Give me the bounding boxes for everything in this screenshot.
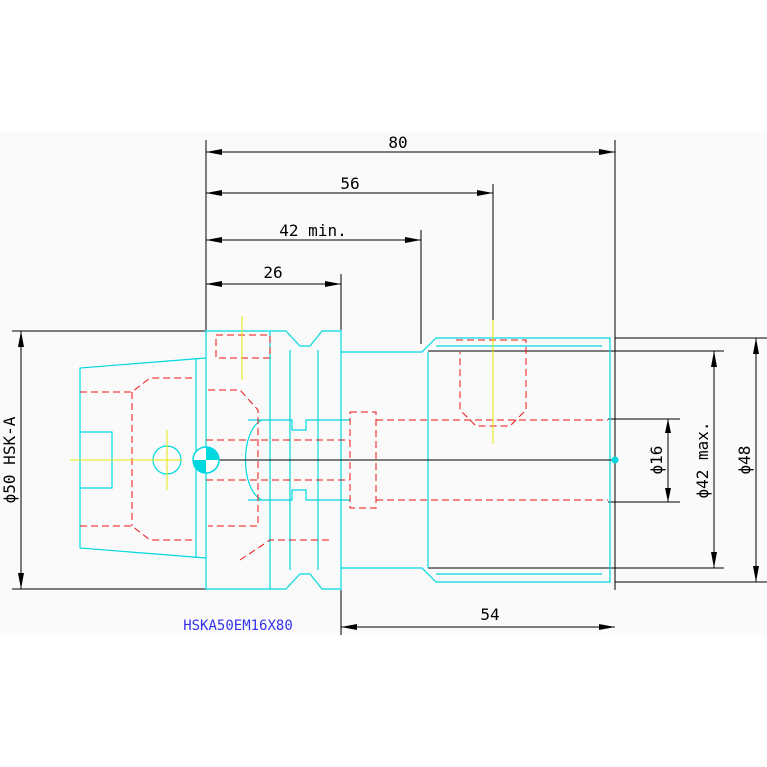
dim-length-54: 54 bbox=[340, 590, 615, 635]
dim-48-text: ϕ48 bbox=[735, 446, 754, 475]
dim-42-max-text: ϕ42 max. bbox=[693, 421, 712, 498]
end-point-marker bbox=[611, 456, 619, 464]
dim-diameter-42-max: ϕ42 max. bbox=[428, 350, 724, 569]
hidden-lines bbox=[80, 334, 608, 561]
hsk-cone bbox=[79, 357, 207, 559]
dim-54-text: 54 bbox=[480, 605, 499, 624]
dim-length-56: 56 bbox=[206, 174, 494, 330]
dim-length-26: 26 bbox=[206, 263, 342, 330]
drawing-area bbox=[0, 132, 767, 635]
part-outline bbox=[79, 330, 611, 590]
gauge-symbol bbox=[192, 446, 220, 474]
dim-overall-length: 80 bbox=[205, 133, 616, 590]
center-marks bbox=[70, 316, 494, 490]
dim-hsk-text: ϕ50 HSK-A bbox=[0, 416, 19, 503]
part-label: HSKA50EM16X80 bbox=[183, 618, 293, 634]
dim-diameter-hsk: ϕ50 HSK-A bbox=[0, 330, 206, 590]
dim-42-min-text: 42 min. bbox=[279, 221, 346, 240]
dim-26-text: 26 bbox=[263, 263, 282, 282]
dim-diameter-48: ϕ48 bbox=[615, 337, 767, 583]
dim-length-42-min: 42 min. bbox=[206, 221, 422, 344]
dim-56-text: 56 bbox=[340, 174, 359, 193]
flange bbox=[205, 330, 342, 590]
dim-80-text: 80 bbox=[388, 133, 407, 152]
dim-16-text: ϕ16 bbox=[647, 446, 666, 475]
dim-diameter-16: ϕ16 bbox=[608, 418, 680, 503]
